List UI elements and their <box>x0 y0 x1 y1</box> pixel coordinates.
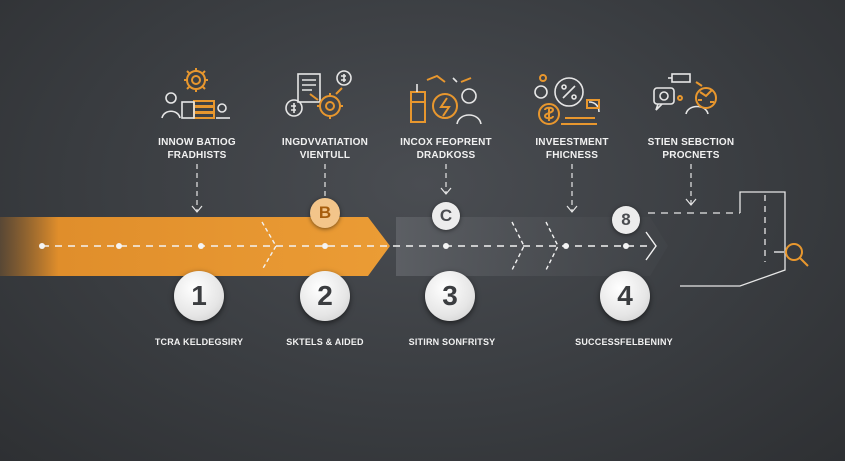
top-label-1: INNOW BATIOG FRADHISTS <box>132 136 262 162</box>
top-label-5: STIEN SEBCTION PROCNETS <box>626 136 756 162</box>
dollar-coins-icon <box>534 74 600 125</box>
bottom-label-1: TCRA KELDEGSIRY <box>154 337 244 347</box>
timeline-dot <box>116 243 122 249</box>
top-label-line: PROCNETS <box>662 150 720 161</box>
top-label-4: INVEESTMENT FHICNESS <box>507 136 637 162</box>
letter-badge-8: 8 <box>612 206 640 234</box>
top-label-2: INGDVVATIATION VIENTULL <box>260 136 390 162</box>
document-gear-icon <box>285 70 352 119</box>
step-number-1: 1 <box>174 271 224 321</box>
gear-coins-icon <box>161 68 230 119</box>
top-label-line: INGDVVATIATION <box>281 137 369 148</box>
top-label-line: STIEN SEBCTION <box>647 137 735 148</box>
gray-arrow <box>396 217 668 276</box>
timeline-dot <box>198 243 204 249</box>
worker-coin-icon <box>410 74 482 125</box>
step-number-2: 2 <box>300 271 350 321</box>
top-label-line: INCOX FEOPRENT <box>400 137 492 148</box>
letter-badge-b: B <box>310 198 340 228</box>
magnifier-icon <box>774 243 809 267</box>
top-label-line: VIENTULL <box>299 150 351 161</box>
step-number-4: 4 <box>600 271 650 321</box>
timeline-dot <box>443 243 449 249</box>
top-label-3: INCOX FEOPRENT DRADKOSS <box>381 136 511 162</box>
top-label-line: FHICNESS <box>545 150 599 161</box>
bottom-label-2: SKTELS & AIDED <box>286 337 364 347</box>
timeline-dot <box>39 243 45 249</box>
top-label-line: INNOW BATIOG <box>158 137 236 148</box>
top-label-line: INVEESTMENT <box>535 137 609 148</box>
step-number-3: 3 <box>425 271 475 321</box>
chat-person-icon <box>653 73 717 115</box>
top-label-line: DRADKOSS <box>416 150 476 161</box>
timeline-dot <box>623 243 629 249</box>
orange-arrow <box>0 217 390 276</box>
bottom-label-3: SITIRN SONFRITSY <box>408 337 496 347</box>
top-label-line: FRADHISTS <box>167 150 227 161</box>
bottom-label-4: SUCCESSFELBENINY <box>575 337 673 347</box>
timeline-dot <box>563 243 569 249</box>
letter-badge-c: C <box>432 202 460 230</box>
timeline-dot <box>322 243 328 249</box>
